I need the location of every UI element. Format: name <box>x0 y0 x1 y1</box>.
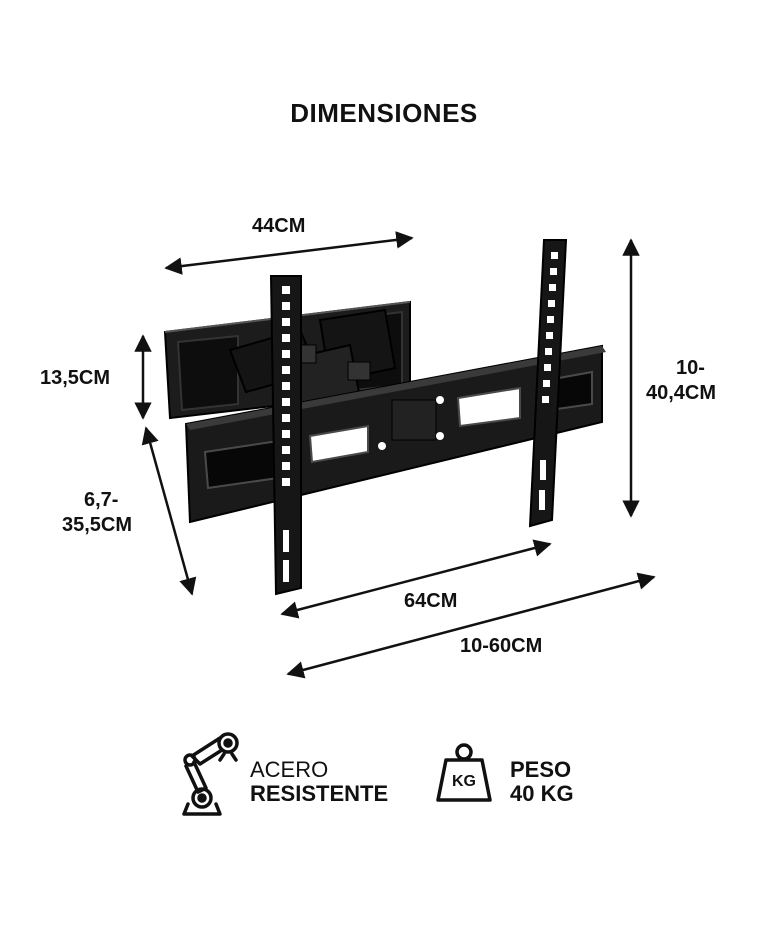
label-extension-line1: 6,7- <box>84 489 119 511</box>
arrow-top-width <box>164 231 414 275</box>
feature-weight-line1: PESO <box>510 757 572 782</box>
page-title: DIMENSIONES <box>290 98 478 128</box>
kg-badge: KG <box>452 773 476 790</box>
robotic-arm-icon <box>182 732 239 816</box>
right-vertical-bracket <box>528 239 568 528</box>
label-total-width: 10-60CM <box>460 635 543 657</box>
feature-weight: PESO 40 KG <box>510 758 574 806</box>
feature-material-line1: ACERO <box>250 757 329 782</box>
dimension-arrows <box>134 231 656 679</box>
label-arm-height: 13,5CM <box>40 367 111 389</box>
arrow-extension <box>141 426 197 596</box>
label-plate-width: 64CM <box>404 590 458 612</box>
label-extension: 6,7- 35,5CM <box>62 488 132 538</box>
feature-material: ACERO RESISTENTE <box>250 758 388 806</box>
feature-weight-line2: 40 KG <box>510 781 574 806</box>
label-vertical: 10- 40,4CM <box>646 356 716 406</box>
label-top-width: 44CM <box>252 215 306 237</box>
tv-wall-mount <box>163 239 606 596</box>
kg-weight-icon: KG <box>436 743 492 802</box>
label-vertical-line2: 40,4CM <box>646 382 717 404</box>
arrow-total-width <box>286 572 656 679</box>
label-vertical-line1: 10- <box>676 357 705 379</box>
feature-material-line2: RESISTENTE <box>250 781 389 806</box>
left-vertical-bracket <box>269 275 302 596</box>
label-extension-line2: 35,5CM <box>62 514 133 536</box>
